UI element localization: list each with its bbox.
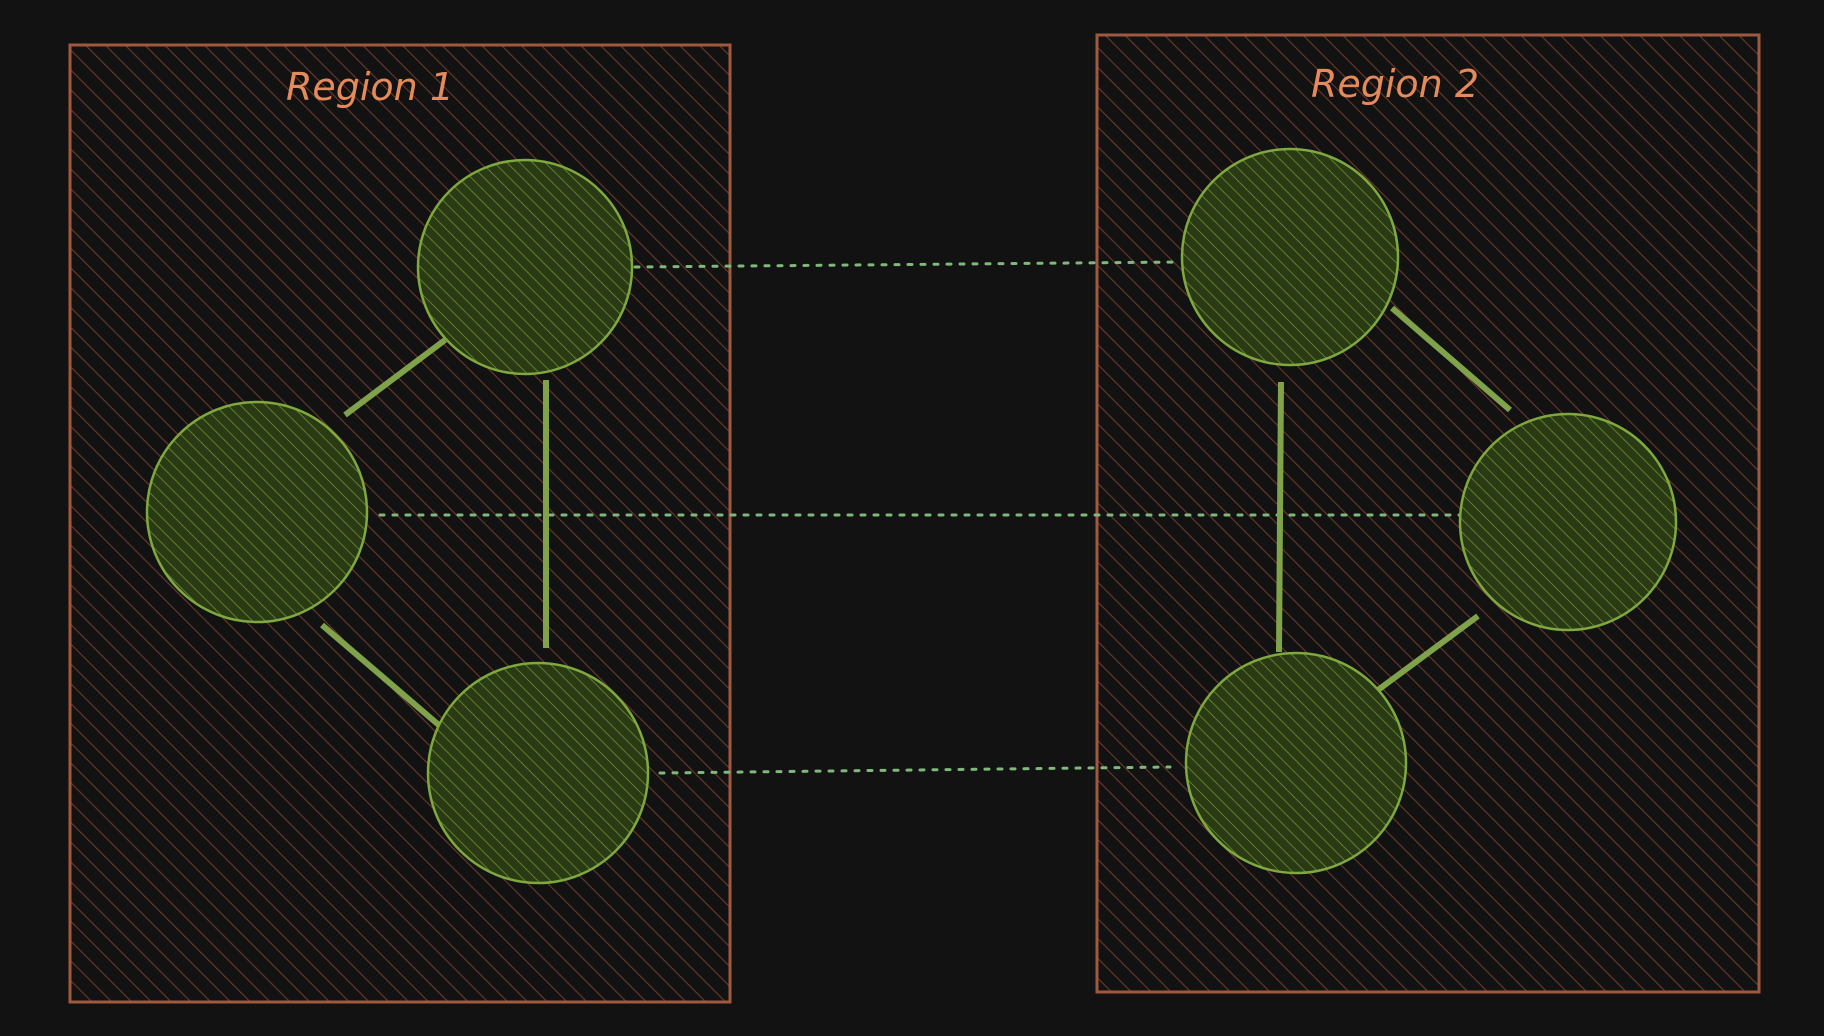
- node-r1-bottom[interactable]: [426, 661, 650, 885]
- edge-r2-right-r2-bottom: [1376, 613, 1480, 693]
- edge-r1-left-r1-bottom: [320, 622, 442, 729]
- node-r1-top[interactable]: [416, 158, 634, 376]
- link-r1-top-r2-top: [633, 260, 1182, 269]
- node-r2-bottom[interactable]: [1184, 651, 1408, 875]
- edge-r2-top-r2-right: [1390, 305, 1512, 413]
- edge-r2-top-r2-bottom: [1276, 381, 1284, 653]
- node-r1-left[interactable]: [145, 400, 369, 624]
- edge-r1-top-r1-left: [343, 337, 447, 418]
- region-1-label: Region 1: [286, 65, 454, 109]
- intra-region-edges: [320, 305, 1512, 729]
- node-r2-top[interactable]: [1180, 147, 1400, 367]
- node-r2-right[interactable]: [1458, 412, 1678, 632]
- region-2-label: Region 2: [1311, 62, 1479, 106]
- nodes: [145, 147, 1678, 885]
